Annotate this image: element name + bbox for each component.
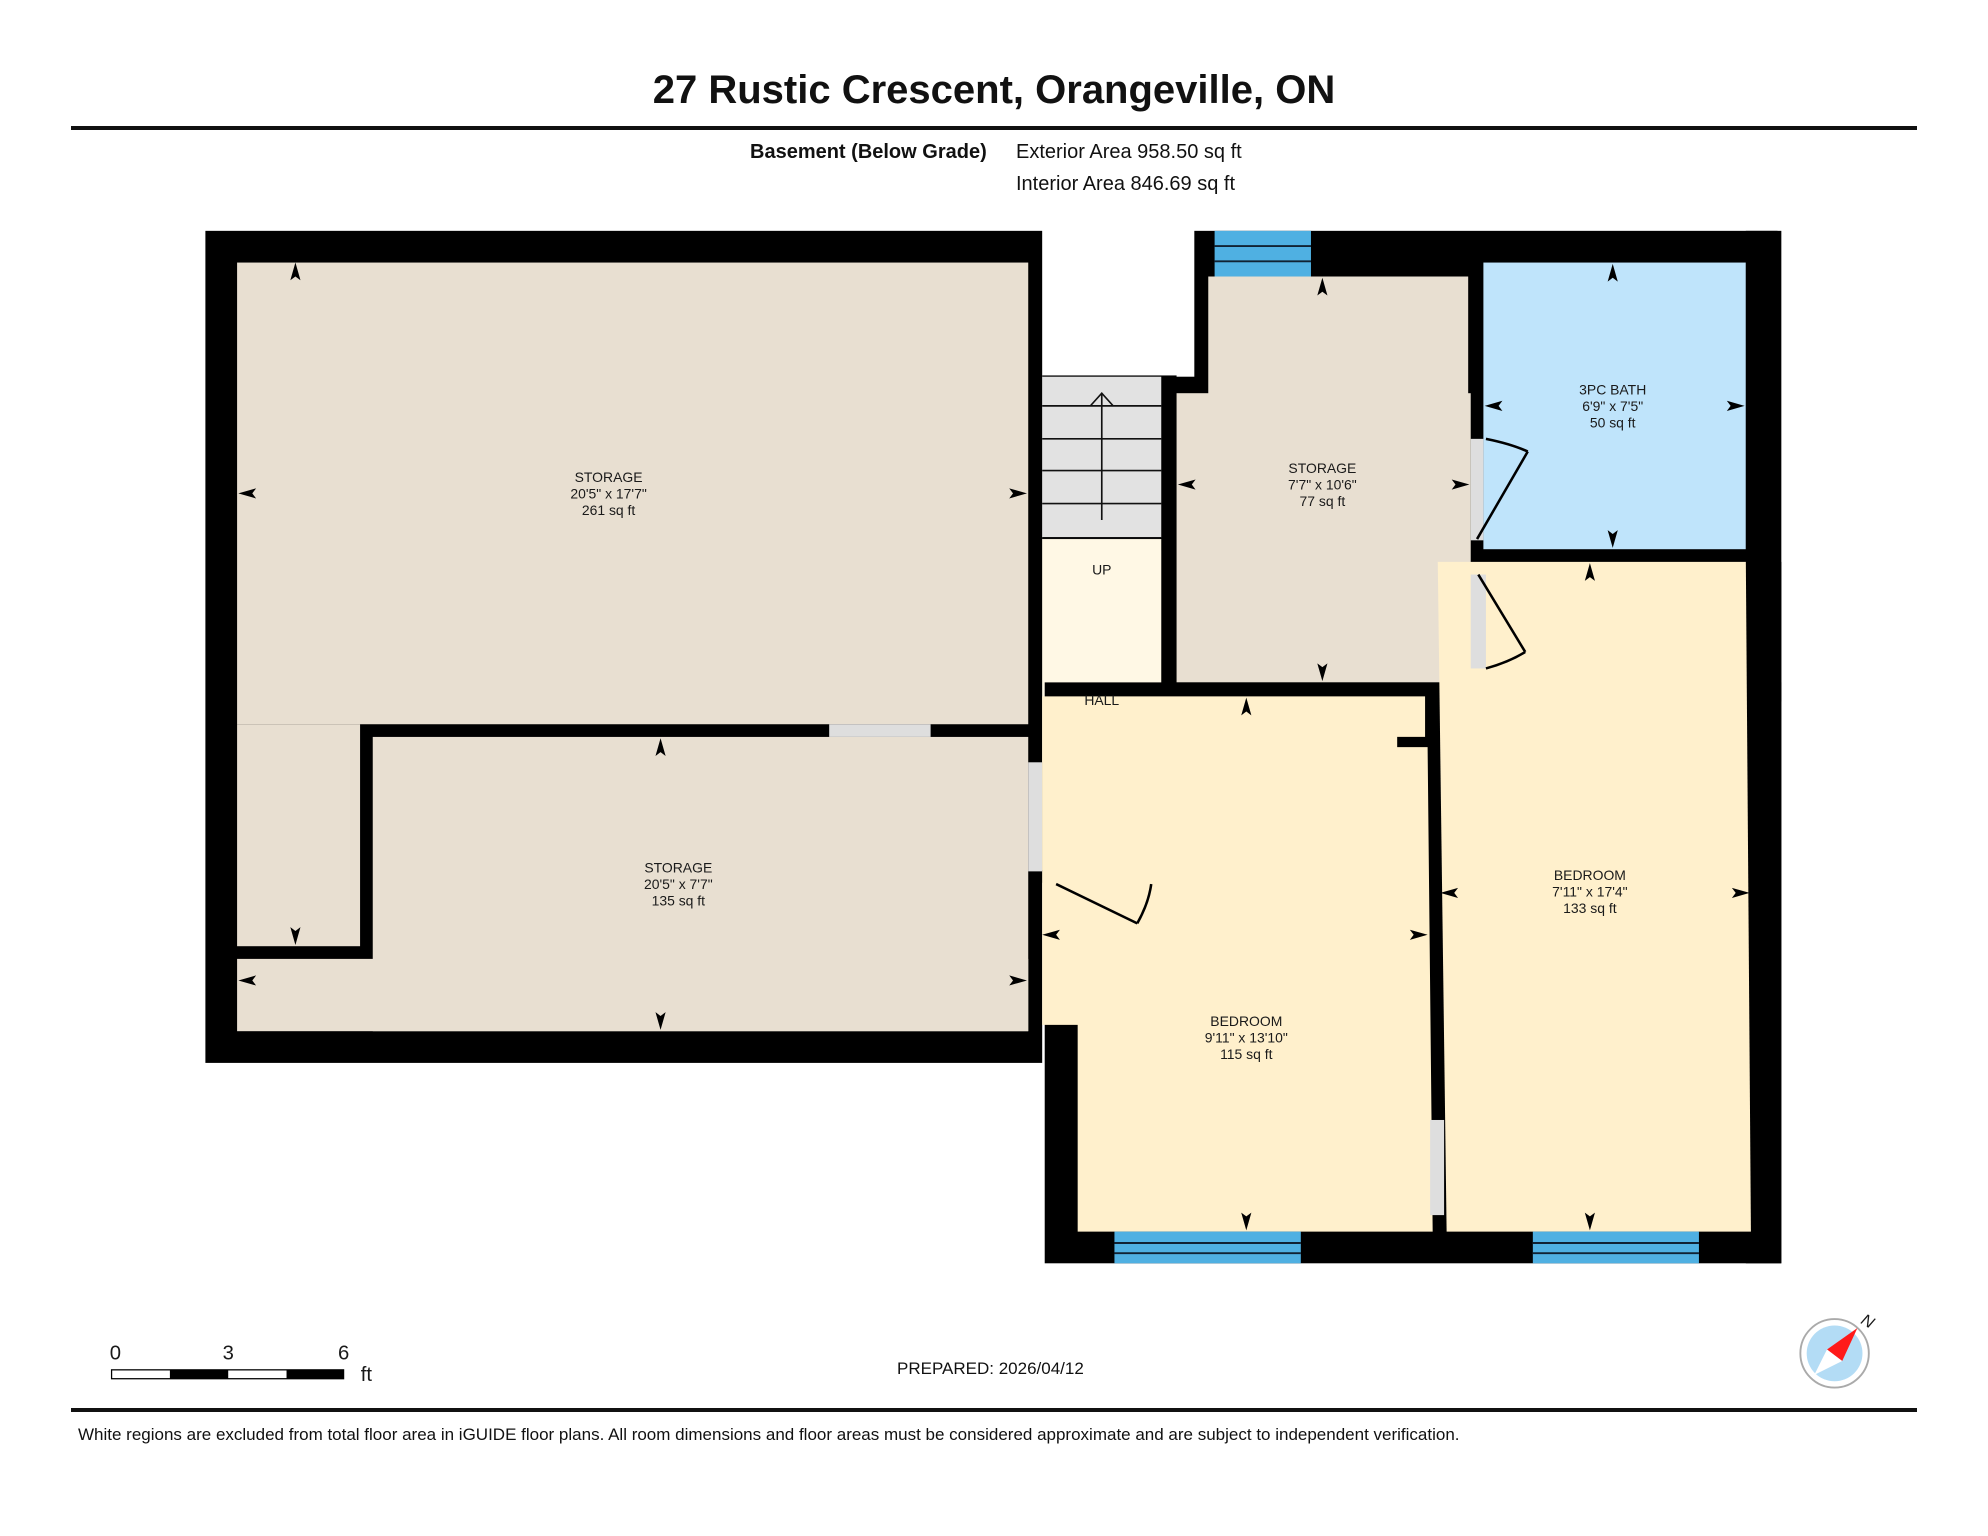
svg-text:ft: ft	[361, 1364, 373, 1386]
room-name: BEDROOM	[1554, 867, 1626, 883]
page-title: 27 Rustic Crescent, Orangeville, ON	[652, 68, 1336, 112]
window	[1214, 230, 1311, 277]
room-name: 3PC BATH	[1579, 381, 1646, 397]
room-dims: 9'11" x 13'10"	[1205, 1030, 1288, 1046]
room-dims: 6'9" x 7'5"	[1582, 398, 1643, 414]
room-area: 135 sq ft	[652, 893, 706, 909]
room-name: HALL	[1084, 692, 1119, 708]
scale-bar: 0 3 6 ft	[110, 1343, 373, 1387]
room-area: 133 sq ft	[1563, 900, 1617, 916]
room-dims: 20'5" x 7'7"	[644, 876, 713, 892]
window	[1532, 1231, 1699, 1264]
room-storage-3	[1176, 393, 1471, 683]
room-dims: 7'7" x 10'6"	[1288, 477, 1357, 493]
svg-text:3: 3	[223, 1343, 234, 1365]
room-area: 261 sq ft	[582, 502, 636, 518]
door-swing	[1475, 437, 1529, 540]
room-area: 50 sq ft	[1590, 414, 1636, 430]
door-opening	[829, 724, 931, 737]
floor-label: Basement (Below Grade)	[750, 141, 987, 163]
room-dims: 20'5" x 17'7"	[570, 485, 646, 501]
room-area: 77 sq ft	[1300, 493, 1346, 509]
room-bedroom-1	[1042, 696, 1433, 1232]
door-swing	[1055, 882, 1153, 925]
svg-text:N: N	[1858, 1311, 1877, 1333]
window	[1114, 1231, 1301, 1264]
room-bath	[1483, 262, 1746, 550]
door-opening	[1470, 574, 1486, 669]
prepared-date: PREPARED: 2026/04/12	[897, 1359, 1084, 1378]
door-swing	[1477, 573, 1527, 670]
compass-icon: N	[1799, 1311, 1877, 1389]
svg-text:6: 6	[338, 1343, 349, 1365]
door-opening	[1430, 1119, 1445, 1216]
door-opening	[1470, 438, 1484, 541]
disclaimer: White regions are excluded from total fl…	[78, 1425, 1460, 1444]
header-divider	[71, 126, 1917, 130]
room-storage-1	[237, 262, 1029, 725]
room-name: STORAGE	[575, 469, 643, 485]
footer-divider	[71, 1408, 1917, 1412]
room-area: 115 sq ft	[1220, 1046, 1273, 1062]
room-bedroom-2	[1437, 561, 1751, 1232]
svg-text:0: 0	[110, 1343, 121, 1365]
room-name: STORAGE	[644, 860, 712, 876]
room-name: BEDROOM	[1210, 1013, 1282, 1029]
interior-area: Interior Area 846.69 sq ft	[1016, 173, 1236, 195]
room-name: STORAGE	[1288, 460, 1356, 476]
exterior-area: Exterior Area 958.50 sq ft	[1016, 141, 1242, 163]
room-dims: 7'11" x 17'4"	[1552, 884, 1627, 900]
door-opening	[1028, 762, 1043, 872]
stairs-label: UP	[1092, 562, 1111, 578]
